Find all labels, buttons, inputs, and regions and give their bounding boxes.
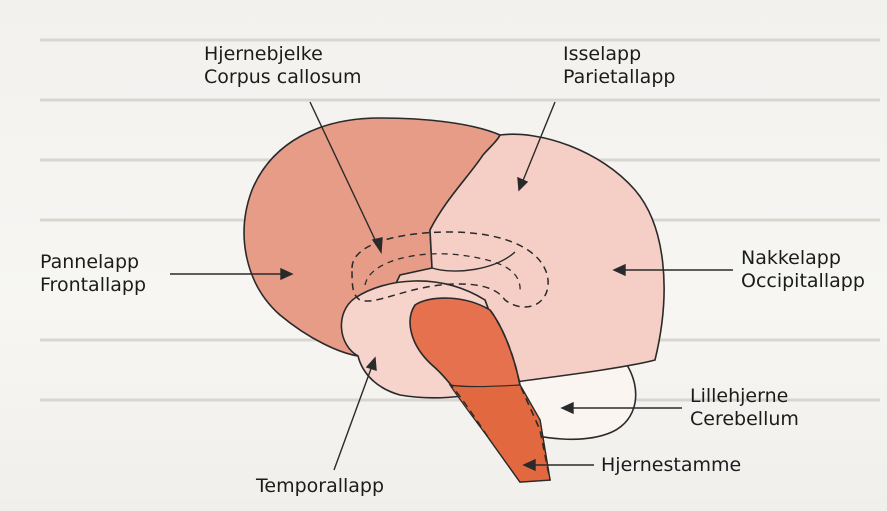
occipital-label: Nakkelapp Occipitallapp — [741, 247, 865, 293]
cerebellum-label: Lillehjerne Cerebellum — [690, 385, 799, 431]
frontal-label: Pannelapp Frontallapp — [40, 251, 146, 297]
temporal-label-line1: Temporallapp — [256, 475, 384, 498]
corpus-label-line2: Corpus callosum — [204, 66, 361, 89]
occipital-label-line2: Occipitallapp — [741, 270, 865, 293]
parietal-label: Isselapp Parietallapp — [563, 43, 675, 89]
brainstem-label: Hjernestamme — [601, 454, 741, 477]
parietal-label-line2: Parietallapp — [563, 66, 675, 89]
frontal-label-line2: Frontallapp — [40, 274, 146, 297]
cerebellum-label-line1: Lillehjerne — [690, 385, 799, 408]
cerebellum-label-line2: Cerebellum — [690, 408, 799, 431]
corpus-callosum-label: Hjernebjelke Corpus callosum — [204, 43, 361, 89]
temporal-label: Temporallapp — [256, 475, 384, 498]
frontal-label-line1: Pannelapp — [40, 251, 146, 274]
corpus-label-line1: Hjernebjelke — [204, 43, 361, 66]
brainstem-label-line1: Hjernestamme — [601, 454, 741, 477]
occipital-label-line1: Nakkelapp — [741, 247, 865, 270]
parietal-label-line1: Isselapp — [563, 43, 675, 66]
